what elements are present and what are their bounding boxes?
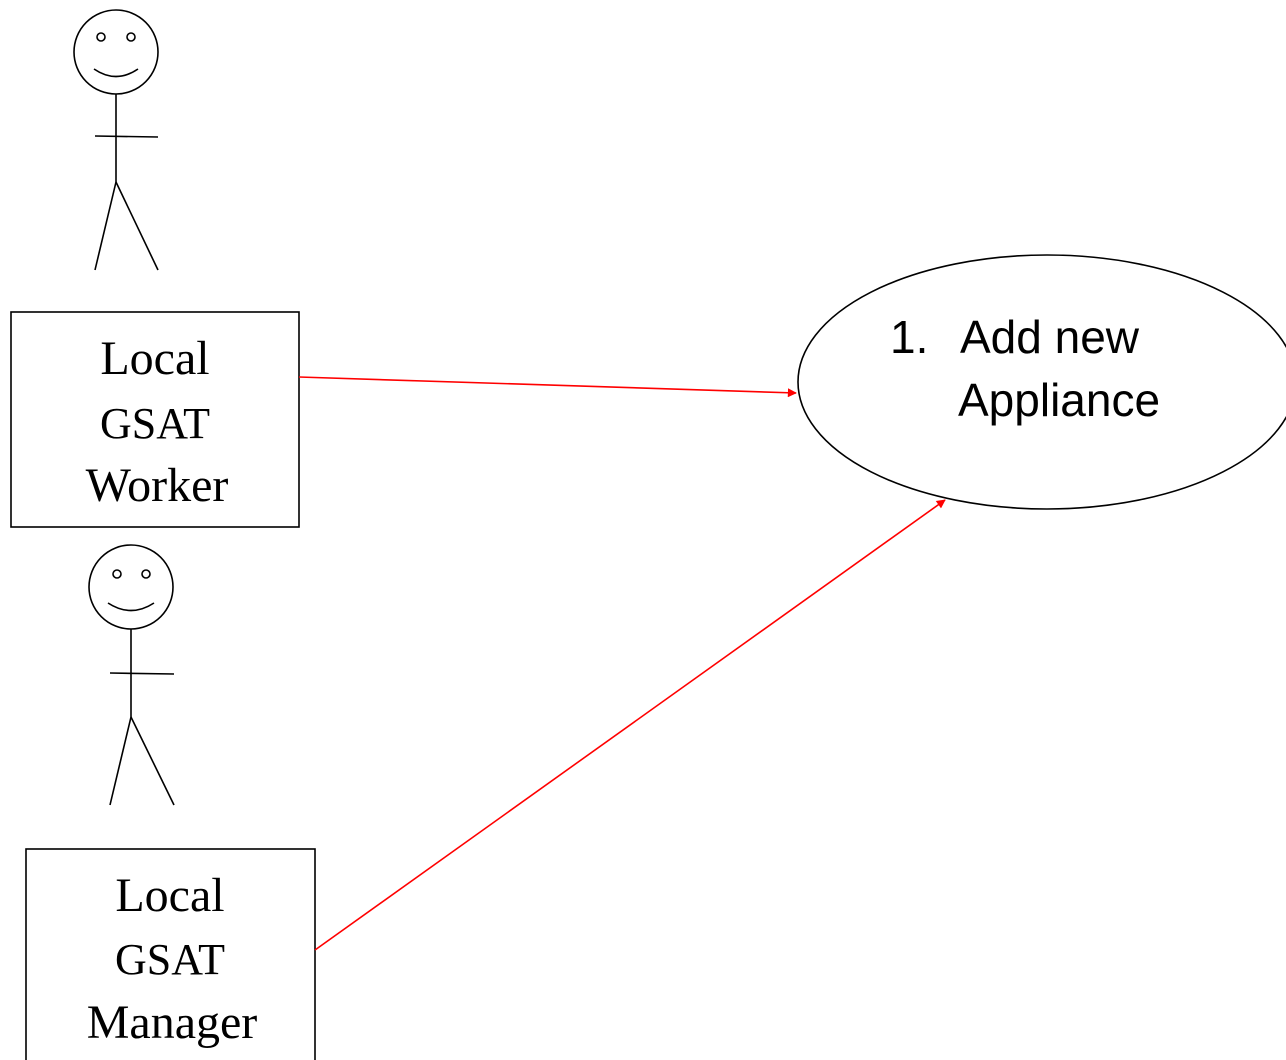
use-case-add-new-appliance: 1. Add new Appliance: [797, 254, 1286, 510]
use-case-label-line-2: Appliance: [958, 374, 1160, 426]
worker-label-line-2: GSAT: [100, 399, 210, 448]
use-case-number: 1.: [890, 311, 928, 363]
worker-stick-figure-icon: [73, 9, 159, 271]
actor-local-gsat-worker: Local GSAT Worker: [10, 311, 300, 528]
manager-label-line-3: Manager: [87, 996, 258, 1049]
manager-label-line-2: GSAT: [115, 935, 225, 984]
manager-stick-figure-icon: [88, 544, 175, 806]
actor-local-gsat-manager: Local GSAT Manager: [25, 848, 316, 1060]
association-worker-to-use-case: [298, 376, 797, 398]
worker-label-line-3: Worker: [86, 459, 229, 512]
manager-label-line-1: Local: [115, 869, 224, 922]
association-manager-to-use-case: [314, 499, 946, 951]
worker-label-line-1: Local: [100, 332, 209, 385]
use-case-label-line-1: Add new: [960, 311, 1140, 363]
